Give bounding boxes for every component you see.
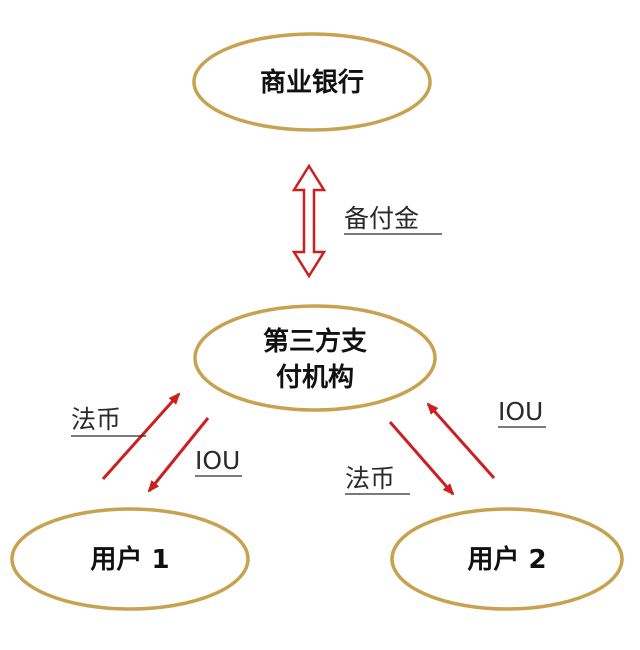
node-third-party-payment: 第三方支 付机构 (193, 304, 437, 412)
node-user-2-shape (390, 507, 624, 611)
reserve-label-group: 备付金 (344, 204, 442, 235)
node-third-party-payment-shape (193, 304, 437, 412)
node-user-2: 用户 2 (390, 507, 624, 611)
arrow-platform-to-user2 (388, 421, 455, 496)
node-user-1: 用户 1 (10, 507, 250, 611)
platform-to-user2-label-group: IOU (498, 397, 546, 428)
arrow-platform-to-user1 (147, 417, 210, 493)
user2-to-platform-label-group: 法币 (345, 464, 410, 495)
node-third-party-payment-label-line1: 第三方支 (263, 326, 367, 357)
user2-to-platform-label: 法币 (345, 464, 395, 493)
node-third-party-payment-label-line2: 付机构 (276, 363, 354, 393)
user1-to-platform-label-group: 法币 (71, 405, 146, 437)
reserve-label: 备付金 (344, 204, 419, 233)
node-commercial-bank-shape (192, 32, 432, 132)
user1-to-platform-label: 法币 (71, 405, 121, 434)
node-user-1-label: 用户 1 (90, 544, 169, 575)
node-commercial-bank-label: 商业银行 (260, 67, 364, 98)
platform-to-user2-label: IOU (498, 397, 543, 426)
node-commercial-bank: 商业银行 (192, 32, 432, 132)
reserve-double-arrow (291, 163, 327, 279)
node-user-1-shape (10, 507, 250, 611)
node-user-2-label: 用户 2 (467, 544, 546, 575)
arrow-user2-to-platform (426, 402, 496, 479)
platform-to-user1-label-group: IOU (195, 446, 242, 477)
platform-to-user1-label: IOU (195, 446, 240, 475)
